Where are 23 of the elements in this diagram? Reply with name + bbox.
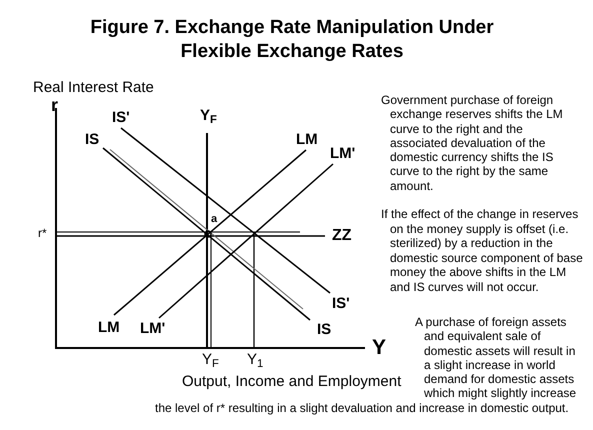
curve-label: LM' bbox=[140, 321, 166, 336]
annotation-text: If the effect of the change in reserves on the money supply is offset (i.e. sterilized) by a reduction in the domestic source component of base money the above shifts in the LM and IS curves will not occur. bbox=[381, 207, 584, 294]
figure-title: Figure 7. Exchange Rate Manipulation Under Flexible Exchange Rates bbox=[89, 16, 495, 64]
curve-label: ZZ bbox=[332, 228, 352, 244]
annotation-text: A purchase of foreign assets and equivalent sale of domestic assets will result in a slight increase in world demand for domestic assets which might slightly increase bbox=[415, 315, 578, 401]
curve-label: IS bbox=[317, 322, 332, 337]
curve-label: LM' bbox=[330, 146, 356, 161]
axis-label: Y bbox=[372, 337, 386, 358]
annotation-text: the level of r* resulting in a slight devaluation and increase in domestic output. bbox=[155, 401, 569, 416]
curve-label: LM bbox=[98, 320, 120, 335]
axis-label: r* bbox=[38, 227, 47, 239]
axis-label: Y$_{1}$ bbox=[247, 352, 264, 367]
curve-label: IS' bbox=[332, 296, 350, 311]
curve-label: LM bbox=[296, 132, 318, 147]
axis-title: Real Interest Rate bbox=[33, 80, 154, 96]
point-label: a bbox=[211, 214, 218, 225]
curve-label: IS' bbox=[112, 110, 130, 125]
annotation-text: Government purchase of foreign exchange reserves shifts the LM curve to the right and the associated devaluation of the domestic currency shifts the IS curve to the right by the same amount. bbox=[381, 93, 564, 194]
axis-label: Y$_{F}$ bbox=[202, 352, 219, 367]
curve-label: IS bbox=[85, 132, 100, 147]
axis-title: Output, Income and Employment bbox=[182, 374, 402, 390]
curve-label: Y$_{F}$ bbox=[200, 108, 217, 123]
axis-label: r bbox=[51, 96, 58, 114]
